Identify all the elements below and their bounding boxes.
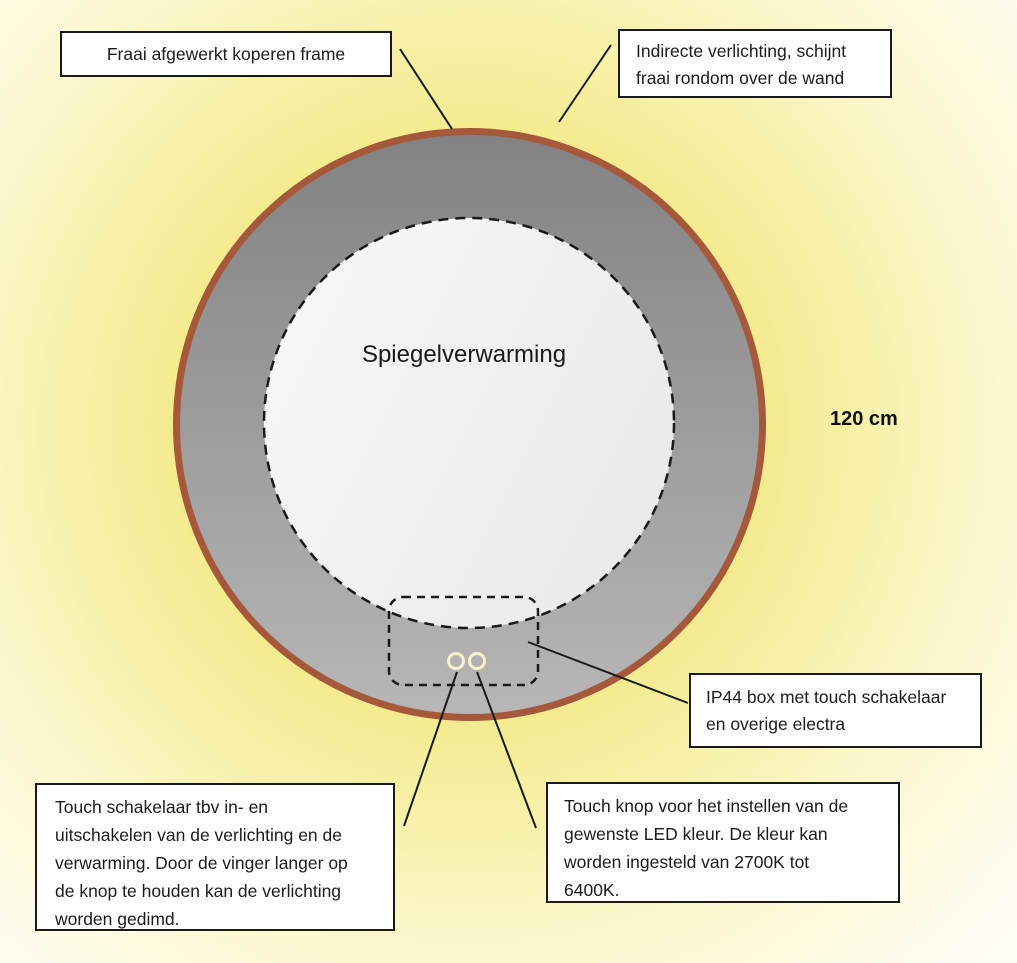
touch-switch-button (447, 652, 465, 670)
callout-touch-color-line4: 6400K. (564, 880, 620, 900)
callout-touch-color: Touch knop voor het instellen van de gew… (546, 782, 900, 903)
callout-touch-color-line2: gewenste LED kleur. De kleur kan (564, 824, 828, 844)
connector-line-frame (399, 48, 453, 130)
heating-zone-label: Spiegelverwarming (361, 341, 567, 368)
connector-line-touch-color (476, 671, 537, 829)
callout-touch-switch-line1: Touch schakelaar tbv in- en (55, 797, 269, 817)
diameter-label: 120 cm (830, 408, 898, 430)
callout-ip44-box: IP44 box met touch schakelaar en overige… (689, 673, 982, 748)
connector-line-touch-switch (403, 671, 458, 827)
mirror-heating-zone-outline (262, 216, 676, 630)
callout-indirect-light-line2: fraai rondom over de wand (636, 68, 845, 88)
callout-copper-frame-text: Fraai afgewerkt koperen frame (106, 43, 346, 64)
callout-ip44-line1: IP44 box met touch schakelaar (706, 687, 947, 707)
callout-ip44-line2: en overige electra (706, 714, 846, 734)
callout-touch-switch-line4: de knop te houden kan de verlichting (55, 881, 342, 901)
callout-indirect-light: Indirecte verlichting, schijnt fraai ron… (618, 29, 892, 98)
callout-touch-switch-line5: worden gedimd. (55, 909, 180, 929)
callout-copper-frame: Fraai afgewerkt koperen frame (60, 31, 392, 77)
connector-line-ip44 (527, 641, 689, 704)
callout-touch-switch-line2: uitschakelen van de verlichting en de (55, 825, 342, 845)
callout-touch-color-line3: worden ingesteld van 2700K tot (564, 852, 810, 872)
touch-color-button (468, 652, 486, 670)
connector-line-indirect-light (558, 44, 612, 123)
callout-touch-color-line1: Touch knop voor het instellen van de (564, 796, 849, 816)
ip44-box-outline (387, 595, 540, 687)
callout-indirect-light-line1: Indirecte verlichting, schijnt (636, 41, 847, 61)
callout-touch-switch-line3: verwarming. Door de vinger langer op (55, 853, 348, 873)
callout-touch-switch: Touch schakelaar tbv in- en uitschakelen… (35, 783, 395, 931)
